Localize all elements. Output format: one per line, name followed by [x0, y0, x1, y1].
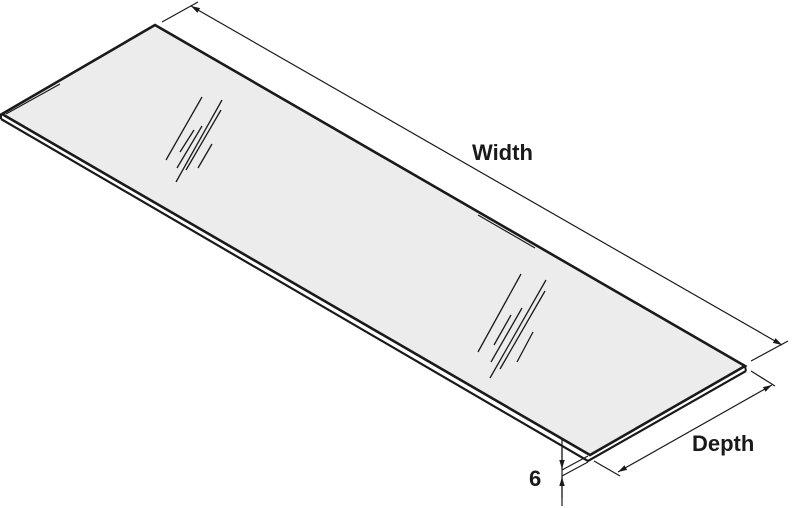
glass-top-face: [0, 23, 748, 457]
depth-dimension-line: [617, 384, 773, 473]
width-extension-line-right: [750, 340, 789, 362]
width-dimension: [161, 1, 789, 362]
thickness-dimension: [559, 440, 589, 506]
depth-extension-line-right: [750, 370, 776, 387]
glass-panel: [0, 23, 748, 463]
edge-highlight: [5, 83, 61, 115]
width-label: Width: [472, 140, 533, 165]
width-extension-line-left: [161, 1, 199, 23]
thickness-label: 6: [529, 466, 541, 491]
depth-dimension: [593, 370, 776, 477]
depth-label: Depth: [692, 431, 754, 456]
width-dimension-line: [190, 5, 783, 346]
depth-extension-line-left: [593, 460, 621, 477]
